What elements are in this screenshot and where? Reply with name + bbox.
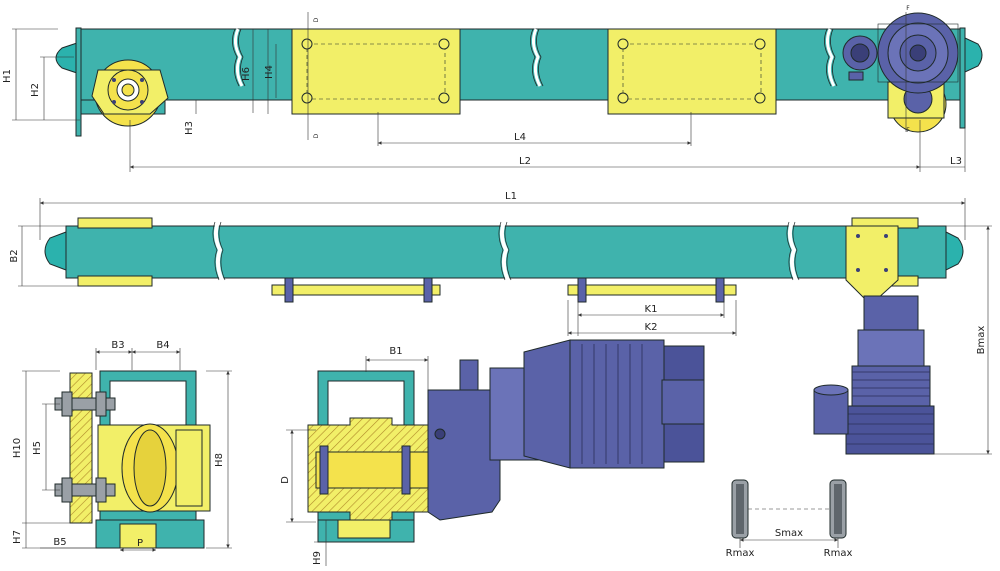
side-elevation-view: H1 H2 H3 H4 H6 L4 L2 L3 D D F F	[2, 5, 983, 172]
plate-2-bolts	[617, 38, 766, 104]
plan-drive-motor	[813, 295, 935, 455]
label-D: D	[280, 476, 291, 484]
right-end-plate	[959, 27, 966, 129]
label-B4: B4	[156, 340, 169, 351]
motor-bracket	[845, 225, 899, 301]
label-Rmax-left: Rmax	[726, 548, 755, 559]
label-H7: H7	[12, 530, 23, 544]
label-F-top: F	[906, 5, 910, 12]
plate-1-bolts	[301, 38, 450, 104]
label-K1: K1	[645, 304, 658, 315]
label-L3: L3	[950, 156, 962, 167]
connection-plate-2	[607, 28, 777, 115]
beam-shell	[79, 28, 966, 101]
plan-right-buffer	[945, 231, 964, 271]
dimensions-side	[12, 12, 966, 172]
left-buffer	[55, 41, 81, 75]
plan-plate-2	[567, 284, 737, 296]
label-H1: H1	[2, 69, 13, 83]
label-H4: H4	[264, 65, 275, 79]
label-Smax: Smax	[775, 528, 803, 539]
label-L4: L4	[514, 132, 526, 143]
label-L2: L2	[519, 156, 531, 167]
label-H9: H9	[312, 551, 323, 565]
label-H8: H8	[214, 453, 225, 467]
left-end-plate	[75, 27, 82, 137]
label-H10: H10	[12, 438, 23, 458]
connection-plate-1	[291, 28, 461, 115]
beam-break-marks	[233, 28, 836, 87]
plan-left-wheel-top	[77, 217, 153, 229]
label-F-bottom: F	[906, 127, 910, 134]
label-P: P	[137, 538, 143, 549]
label-H6: H6	[241, 67, 252, 81]
plan-left-wheel-bottom	[77, 275, 153, 287]
right-buffer	[964, 37, 983, 73]
label-H5: H5	[32, 441, 43, 455]
drive-motor-end-view	[842, 12, 959, 133]
label-B1: B1	[389, 346, 402, 357]
label-B5: B5	[53, 537, 66, 548]
label-H2: H2	[30, 83, 41, 97]
label-H3: H3	[184, 121, 195, 135]
plan-view: L1	[9, 191, 992, 455]
label-B3: B3	[111, 340, 124, 351]
label-Rmax-right: Rmax	[824, 548, 853, 559]
label-Bmax: Bmax	[976, 326, 987, 355]
plan-plate-1	[271, 284, 441, 296]
cross-section-drive: B1 D H9	[280, 339, 705, 566]
wheel-left	[731, 479, 749, 539]
cross-section-left: B3 B4 H10 H5 H7 B5 H8 P	[12, 340, 232, 552]
label-D-bottom: D	[313, 133, 320, 138]
label-K2: K2	[645, 322, 658, 333]
label-D-top: D	[313, 17, 320, 22]
plan-left-buffer	[44, 231, 67, 271]
wheel-right	[829, 479, 847, 539]
wheel-spacing-diagram: Smax Rmax Rmax	[726, 479, 853, 559]
label-B2: B2	[9, 249, 20, 262]
label-L1: L1	[505, 191, 517, 202]
